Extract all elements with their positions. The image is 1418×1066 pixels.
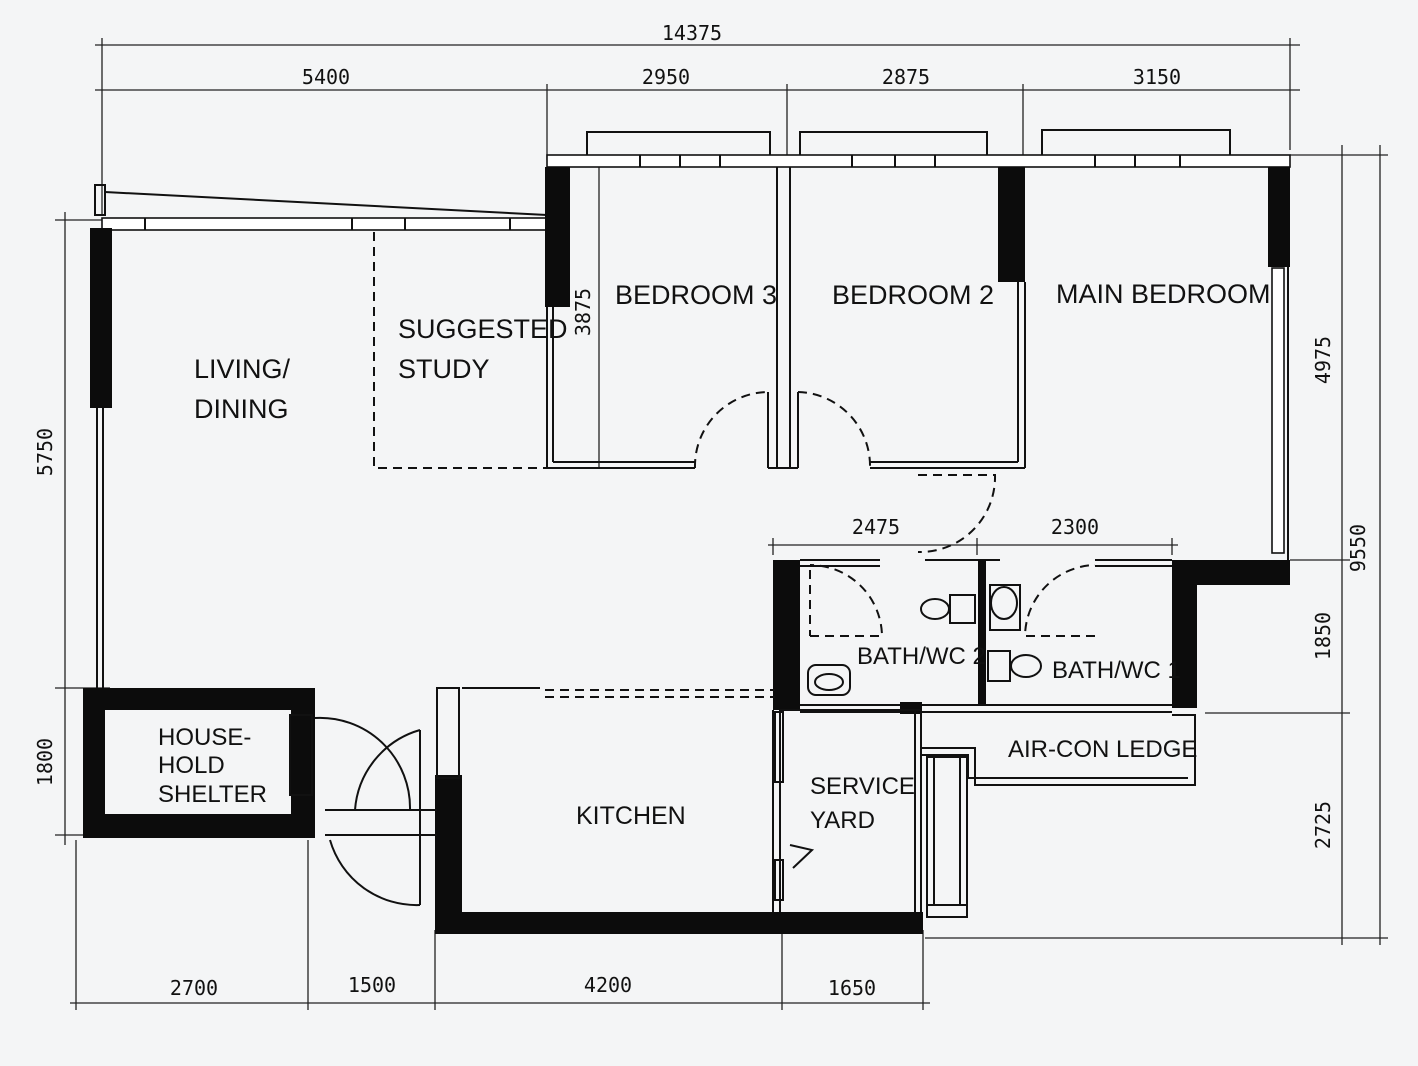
- room-label-kitchen: KITCHEN: [576, 802, 686, 830]
- room-label-bedroom-2: BEDROOM 2: [832, 280, 994, 310]
- dim-bath2-width: 2475: [852, 515, 900, 539]
- dim-right-2: 1850: [1311, 612, 1335, 660]
- dim-bottom-3: 4200: [584, 973, 632, 997]
- dim-bottom-2: 1500: [348, 973, 396, 997]
- door-swings: [314, 391, 1096, 907]
- dim-right-1: 4975: [1311, 336, 1335, 384]
- dim-top-3: 2875: [882, 65, 930, 89]
- room-label-shelter-line1: HOUSE-: [158, 724, 251, 751]
- room-label-service-line1: SERVICE: [810, 773, 915, 800]
- room-label-study-line1: SUGGESTED: [398, 314, 568, 344]
- dim-bedroom3-depth: 3875: [571, 288, 595, 336]
- dim-overall-width: 14375: [662, 21, 722, 45]
- dim-left-2: 1800: [33, 738, 57, 786]
- dimension-lines: [55, 38, 1388, 1010]
- room-label-shelter-line3: SHELTER: [158, 781, 267, 808]
- dim-top-2: 2950: [642, 65, 690, 89]
- dim-top-1: 5400: [302, 65, 350, 89]
- room-label-bath-2: BATH/WC 2: [857, 643, 986, 670]
- dim-bottom-4: 1650: [828, 976, 876, 1000]
- room-label-living-line1: LIVING/: [194, 354, 291, 384]
- walls: [83, 167, 1290, 934]
- dim-right-total: 9550: [1346, 524, 1370, 572]
- dim-right-3: 2725: [1311, 801, 1335, 849]
- room-label-living-line2: DINING: [194, 394, 289, 424]
- room-label-shelter-line2: HOLD: [158, 752, 225, 779]
- dim-left-1: 5750: [33, 428, 57, 476]
- room-label-bath-1: BATH/WC 1: [1052, 657, 1181, 684]
- room-label-study-line2: STUDY: [398, 354, 490, 384]
- room-label-aircon-ledge: AIR-CON LEDGE: [1008, 736, 1197, 763]
- dim-bottom-1: 2700: [170, 976, 218, 1000]
- windows: [94, 129, 1291, 554]
- dim-top-4: 3150: [1133, 65, 1181, 89]
- room-label-main-bedroom: MAIN BEDROOM: [1056, 279, 1271, 309]
- fixtures: [774, 584, 1042, 901]
- dashed-lines: [373, 232, 811, 698]
- dim-bath1-width: 2300: [1051, 515, 1099, 539]
- room-label-bedroom-3: BEDROOM 3: [615, 280, 777, 310]
- room-label-service-line2: YARD: [810, 807, 875, 834]
